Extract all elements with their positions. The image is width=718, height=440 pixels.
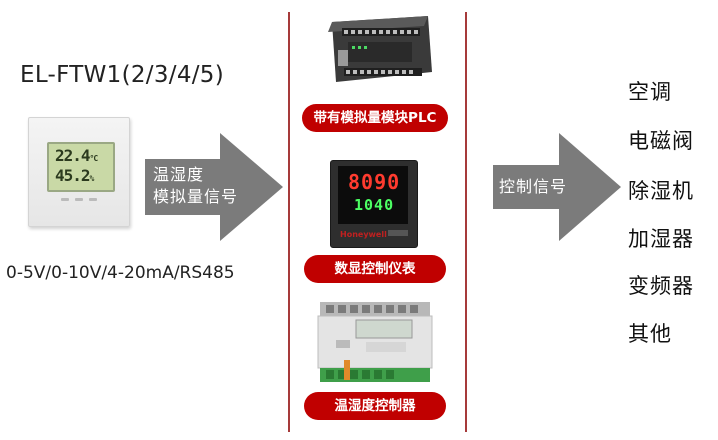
divider-right [465, 12, 467, 432]
lcd-humidity-reading: 45.2% [55, 166, 94, 185]
sensor-output-signals: 0-5V/0-10V/4-20mA/RS485 [6, 263, 235, 283]
control-signal-arrow: 控制信号 [493, 133, 623, 241]
controller-readout-sv: 1040 [354, 196, 395, 214]
sensor-model-label: EL-FTW1(2/3/4/5) [20, 62, 225, 88]
output-item: 其他 [628, 322, 672, 346]
device-tag-th-controller: 温湿度控制器 [304, 392, 446, 420]
divider-left [288, 12, 290, 432]
controller-readout-pv: 8090 [348, 170, 401, 194]
control-signal-label: 控制信号 [499, 177, 568, 196]
lcd-temperature-reading: 22.4°C [55, 146, 98, 165]
output-item: 电磁阀 [628, 129, 694, 153]
plc-device-image [318, 12, 436, 92]
sensor-button [89, 198, 97, 201]
device-tag-plc: 带有模拟量模块PLC [302, 104, 448, 132]
output-item: 空调 [628, 80, 672, 104]
output-item: 变频器 [628, 274, 694, 298]
sensor-button [75, 198, 83, 201]
sensor-button [61, 198, 69, 201]
sensor-device-image: 22.4°C 45.2% [28, 117, 130, 227]
analog-signal-label: 温湿度 模拟量信号 [153, 165, 239, 206]
device-tag-meter: 数显控制仪表 [304, 255, 446, 283]
sensor-lcd-display: 22.4°C 45.2% [47, 142, 115, 192]
th-controller-image [316, 302, 434, 382]
controller-brand: Honeywell [340, 230, 387, 239]
output-item: 加湿器 [628, 227, 694, 251]
digital-controller-image: 8090 1040 Honeywell [330, 160, 418, 248]
output-item: 除湿机 [628, 179, 694, 203]
analog-signal-arrow: 温湿度 模拟量信号 [145, 133, 285, 241]
